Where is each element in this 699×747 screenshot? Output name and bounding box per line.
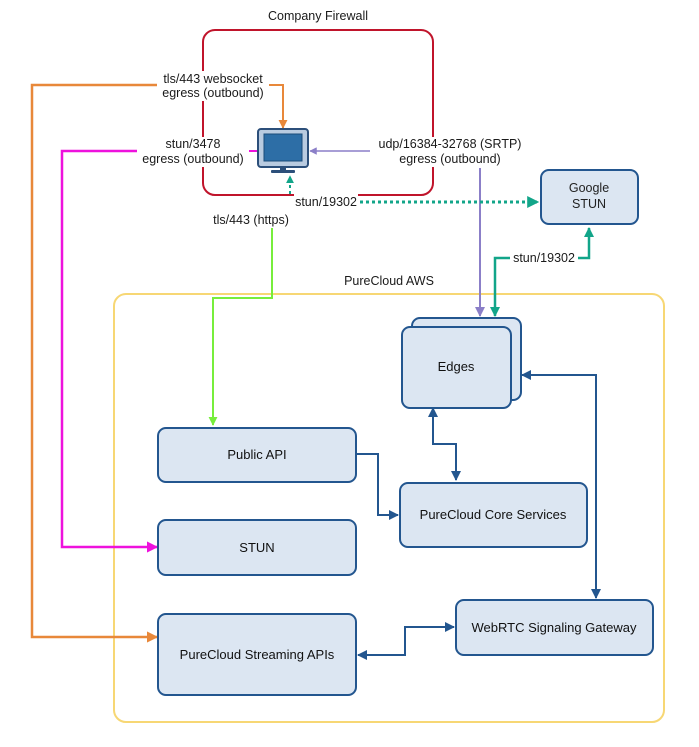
public-api-to-core-connection — [356, 453, 399, 520]
websocket-label-line2: egress (outbound) — [162, 86, 263, 100]
stun-label: STUN — [239, 540, 274, 555]
stun19302-edges-connection — [490, 227, 594, 317]
stun3478-label-line2: egress (outbound) — [142, 152, 243, 166]
core-services-node: PureCloud Core Services — [399, 482, 588, 548]
purecloud-aws-container: PureCloud AWS — [113, 274, 665, 723]
google-stun-node: Google STUN — [540, 169, 639, 225]
edges-label: Edges — [438, 359, 475, 374]
google-stun-label-line1: Google — [569, 181, 609, 195]
srtp-label-line2: egress (outbound) — [399, 152, 500, 166]
streaming-apis-node: PureCloud Streaming APIs — [157, 613, 357, 696]
websocket-connection — [30, 83, 159, 643]
stun3478-label-line1: stun/3478 — [166, 137, 221, 151]
core-services-label: PureCloud Core Services — [420, 507, 567, 522]
firewall-title: Company Firewall — [268, 9, 368, 23]
srtp-label-line1: udp/16384-32768 (SRTP) — [379, 137, 522, 151]
google-stun-label-line2: STUN — [572, 197, 606, 211]
signaling-streaming-connection — [357, 622, 455, 660]
stun3478-connection — [60, 149, 159, 553]
websocket-label-line1: tls/443 websocket — [163, 72, 263, 86]
public-api-label: Public API — [227, 447, 286, 462]
edges-core-connection — [428, 407, 461, 481]
public-api-node: Public API — [157, 427, 357, 483]
aws-title: PureCloud AWS — [344, 274, 434, 288]
company-firewall-container: Company Firewall — [202, 9, 434, 196]
signaling-gateway-node: WebRTC Signaling Gateway — [455, 599, 654, 656]
signaling-gateway-label: WebRTC Signaling Gateway — [472, 620, 637, 635]
stun19302-edges-label: stun/19302 — [513, 251, 575, 265]
streaming-apis-label: PureCloud Streaming APIs — [180, 647, 335, 662]
https-label: tls/443 (https) — [213, 213, 289, 227]
stun-node: STUN — [157, 519, 357, 576]
edges-node: Edges — [401, 317, 522, 409]
edges-signaling-connection — [521, 370, 601, 599]
client-computer-icon — [257, 128, 309, 173]
websocket-client-arrow — [266, 84, 288, 129]
stun19302-client-label: stun/19302 — [295, 195, 357, 209]
https-connection — [208, 228, 273, 426]
